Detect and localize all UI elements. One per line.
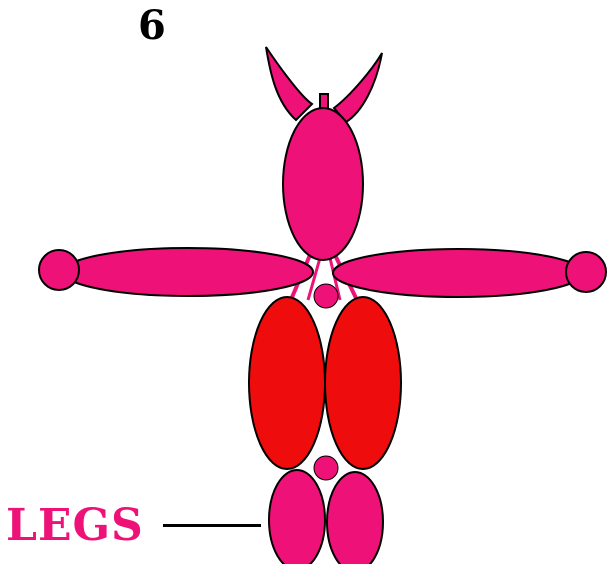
neck-bubble bbox=[314, 284, 338, 308]
left-arm-balloon bbox=[63, 248, 313, 296]
left-body-balloon bbox=[249, 297, 325, 469]
left-hand-bubble bbox=[39, 250, 79, 290]
waist-bubble bbox=[314, 456, 338, 480]
head-balloon bbox=[283, 108, 363, 260]
left-ear-balloon bbox=[266, 47, 312, 120]
legs-label: LEGS bbox=[6, 502, 144, 550]
step-number: 6 bbox=[138, 4, 166, 48]
right-body-balloon bbox=[325, 297, 401, 469]
right-leg-balloon bbox=[327, 472, 383, 564]
right-hand-bubble bbox=[566, 252, 606, 292]
legs-pointer-line bbox=[163, 524, 261, 527]
right-ear-balloon bbox=[334, 53, 382, 122]
right-arm-balloon bbox=[333, 249, 583, 297]
left-leg-balloon bbox=[269, 470, 325, 564]
